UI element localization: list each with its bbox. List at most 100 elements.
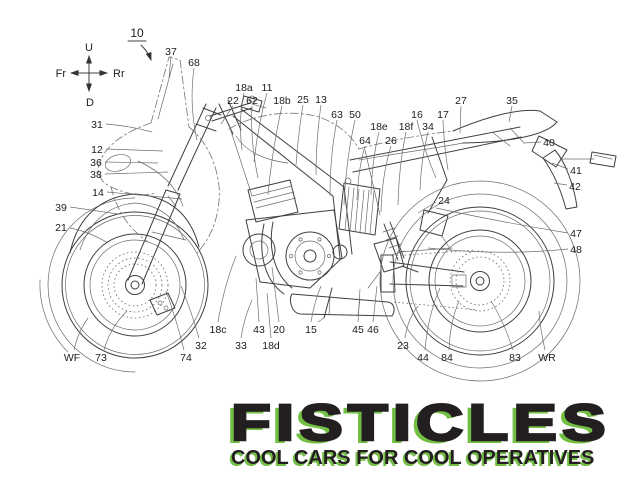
leader-line-18b (267, 105, 283, 196)
leader-line-73 (103, 310, 128, 351)
leader-line-27 (459, 105, 462, 134)
part-label-12: 12 (91, 144, 103, 156)
part-label-18a: 18a (235, 82, 253, 94)
leader-line-44 (424, 287, 441, 351)
part-label-15: 15 (305, 324, 317, 336)
compass-front-label: Fr (56, 68, 67, 80)
leader-line-39 (69, 206, 119, 215)
part-label-16: 16 (411, 109, 423, 121)
leader-line-41 (551, 162, 569, 170)
leader-line-18a (240, 92, 245, 151)
part-label-38: 38 (90, 169, 102, 181)
part-label-18f: 18f (399, 121, 414, 133)
side-fairing (188, 126, 220, 254)
part-label-18c: 18c (210, 324, 227, 336)
part-label-47: 47 (570, 228, 582, 240)
crankcase (245, 209, 343, 289)
motorcycle-patent-drawing: U D Fr Rr 10 (39, 26, 617, 382)
muffler (289, 293, 395, 317)
part-label-14: 14 (92, 187, 104, 199)
leader-line-40 (523, 141, 542, 144)
part-label-32: 32 (195, 340, 207, 352)
leader-line-32 (180, 285, 200, 339)
part-label-45: 45 (352, 324, 364, 336)
logo-wordmark: FISTICLES (229, 394, 611, 451)
leader-line-24 (417, 201, 437, 214)
leader-line-23 (404, 305, 419, 339)
front-fender (69, 193, 200, 254)
leader-line-46 (372, 285, 378, 323)
part-label-35: 35 (506, 95, 518, 107)
part-label-21: 21 (55, 222, 67, 234)
front-fairing-nose (97, 122, 157, 196)
leader-line-33 (240, 299, 253, 339)
leader-line-18e (370, 131, 380, 196)
cylinder-block (247, 179, 299, 223)
figure-number: 10 (127, 26, 152, 61)
part-label-34: 34 (422, 121, 434, 133)
part-label-11: 11 (262, 82, 273, 94)
part-label-64: 64 (359, 135, 371, 147)
part-label-13: 13 (315, 94, 327, 106)
front-brake-caliper (149, 292, 176, 316)
part-label-74: 74 (180, 352, 192, 364)
logo-tagline: COOL CARS FOR COOL OPERATIVES (231, 447, 595, 469)
part-label-WF: WF (64, 352, 80, 364)
radiator (338, 177, 381, 236)
leader-line-64 (356, 145, 366, 201)
front-wheel (39, 197, 209, 373)
leader-line-68 (191, 67, 198, 141)
leader-line-37 (168, 55, 172, 79)
part-label-27: 27 (455, 95, 467, 107)
part-label-63: 63 (331, 109, 343, 121)
leader-line-22 (220, 105, 234, 125)
leader-line-20 (271, 266, 280, 323)
leader-line-48 (427, 247, 569, 253)
leader-line-21 (69, 227, 109, 244)
rear-mudguard (542, 149, 578, 210)
leader-line-WF (73, 317, 89, 351)
motorcycle-art (39, 56, 617, 382)
drive-chain-upper (391, 249, 477, 257)
leader-line-42 (553, 182, 568, 186)
windscreen (150, 56, 190, 128)
leader-line-12 (105, 148, 164, 152)
leader-line-14 (106, 191, 183, 200)
part-label-50: 50 (349, 109, 361, 121)
leader-line-43 (255, 277, 260, 323)
rear-suspension (317, 209, 453, 323)
part-label-44: 44 (417, 352, 429, 364)
leader-line-62 (251, 105, 259, 179)
part-label-41: 41 (570, 165, 582, 177)
leader-line-50 (343, 119, 356, 206)
leader-line-13 (315, 104, 322, 176)
exhaust (261, 221, 395, 317)
drive-chain-lower (393, 301, 479, 311)
part-label-42: 42 (569, 181, 581, 193)
fuel-tank (228, 112, 360, 150)
part-label-18d: 18d (262, 340, 280, 352)
figure-number-text: 10 (130, 26, 144, 40)
part-label-68: 68 (188, 57, 200, 69)
headlight (104, 154, 132, 172)
leader-line-84 (448, 300, 460, 351)
part-label-84: 84 (441, 352, 453, 364)
front-fork (127, 103, 222, 285)
part-label-33: 33 (235, 340, 247, 352)
orientation-compass: U D Fr Rr (56, 42, 125, 109)
leader-line-36 (104, 161, 159, 164)
leader-line-25 (295, 104, 304, 166)
engine (242, 179, 348, 289)
part-label-20: 20 (273, 324, 285, 336)
tail-section (452, 109, 617, 210)
part-label-83: 83 (509, 352, 521, 364)
figure-number-arrow (140, 44, 152, 61)
leader-line-16 (416, 119, 437, 179)
part-label-36: 36 (90, 157, 102, 169)
leader-line-11 (253, 92, 268, 163)
bodywork (97, 56, 464, 254)
leader-line-15 (310, 285, 322, 323)
part-label-26: 26 (385, 135, 397, 147)
